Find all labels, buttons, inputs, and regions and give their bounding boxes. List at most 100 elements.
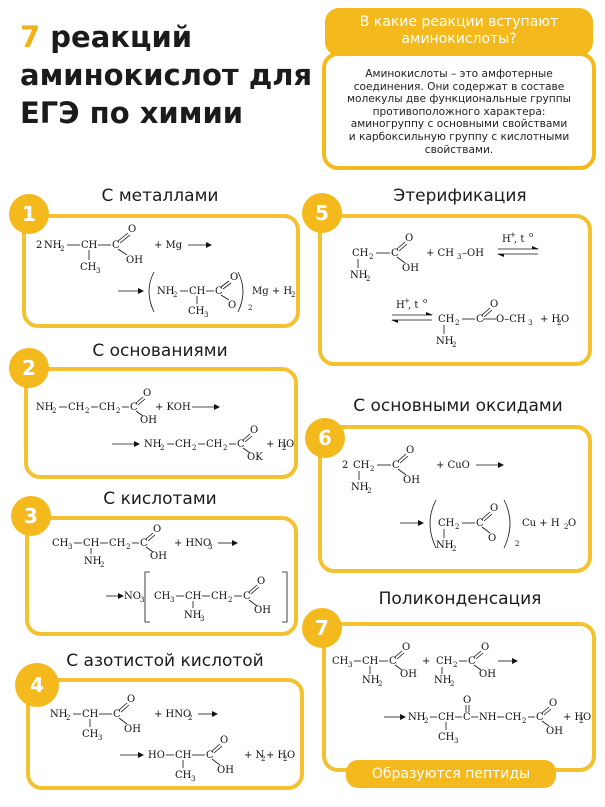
chem-text: 2 bbox=[342, 460, 348, 471]
chem-text: 2 bbox=[160, 444, 164, 452]
chem-text: O bbox=[220, 735, 228, 746]
chem-text: OH bbox=[140, 415, 157, 426]
chem-text: + CuO bbox=[436, 460, 470, 471]
chem-text: 2 bbox=[579, 717, 583, 725]
chem-text: 2 bbox=[452, 341, 456, 349]
badge-7: 7 bbox=[302, 608, 342, 648]
chem-text: 3 bbox=[191, 775, 195, 783]
chem-text: HO bbox=[148, 750, 165, 761]
chem-text: NH bbox=[436, 540, 454, 551]
reaction-box-2 bbox=[24, 367, 298, 479]
chem-text: 2 bbox=[228, 596, 232, 604]
chem-text: OH bbox=[254, 605, 271, 616]
chem-text: + bbox=[510, 231, 516, 239]
chem-text: OH bbox=[124, 724, 141, 735]
chem-text: 3 bbox=[208, 543, 212, 551]
chem-text: CH bbox=[52, 538, 69, 549]
chem-text: 2 bbox=[261, 755, 265, 763]
chem-text: O bbox=[287, 750, 295, 761]
chem-text: Mg + H bbox=[252, 286, 292, 297]
chem-text: 3 bbox=[96, 267, 100, 275]
badge-5: 5 bbox=[302, 193, 342, 233]
chem-text: 2 bbox=[564, 523, 568, 531]
chem-text: NH bbox=[84, 556, 102, 567]
chem-text: OH bbox=[126, 255, 143, 266]
chem-text: C bbox=[389, 656, 397, 667]
chem-text: CH bbox=[189, 286, 206, 297]
chem-text: C bbox=[392, 460, 400, 471]
chem-text: + HNO bbox=[154, 709, 191, 720]
chem-text: CH bbox=[438, 732, 455, 743]
answer-line: и карбоксильную группу с кислотными bbox=[348, 130, 570, 143]
chem-text: CH bbox=[362, 656, 379, 667]
chem-text: O bbox=[143, 388, 151, 399]
chem-text: + Mg bbox=[154, 240, 183, 251]
chem-text: C bbox=[391, 248, 399, 259]
chem-text: + H bbox=[540, 314, 561, 325]
chem-text: CH bbox=[438, 314, 455, 325]
section-title-5: Этерификация bbox=[393, 186, 527, 206]
chem-text: OH bbox=[217, 765, 234, 776]
chem-text: 2 bbox=[453, 661, 457, 669]
chem-text: OH bbox=[403, 475, 420, 486]
chem-text: NH bbox=[362, 675, 380, 686]
chem-text: 2 bbox=[452, 545, 456, 553]
chem-text: OK bbox=[247, 452, 263, 463]
chem-text: CH bbox=[175, 750, 192, 761]
chem-text: 2 bbox=[282, 444, 286, 452]
chem-text: O bbox=[405, 233, 413, 244]
chem-text: NH bbox=[351, 482, 369, 493]
chem-text: CH bbox=[82, 709, 99, 720]
chem-text: O bbox=[549, 698, 557, 709]
chem-text: o bbox=[529, 231, 533, 239]
chem-text: O bbox=[561, 314, 569, 325]
chem-text: C bbox=[536, 712, 544, 723]
chem-text: OH bbox=[546, 726, 563, 737]
chem-text: C bbox=[215, 286, 223, 297]
chem-text: + HNO bbox=[174, 538, 211, 549]
chem-text: NH bbox=[350, 270, 368, 281]
chem-text: O bbox=[490, 503, 498, 514]
chem-text: 2 bbox=[52, 407, 56, 415]
chem-text: 3 bbox=[457, 253, 461, 261]
chem-text: , t bbox=[514, 234, 524, 245]
chem-text: O bbox=[257, 576, 265, 587]
question-line1: В какие реакции вступают bbox=[359, 14, 559, 30]
question-banner: В какие реакции вступают аминокислоты? bbox=[325, 8, 593, 56]
answer-line: противоположного характера: bbox=[372, 105, 546, 118]
chem-text: 3 bbox=[98, 734, 102, 742]
reaction-box-1 bbox=[22, 214, 300, 328]
chem-text: O bbox=[128, 224, 136, 235]
reaction-2-diagram: NH 2 CH 2 CH 2 C O OH + KOH NH 2 CH 2 CH… bbox=[36, 388, 294, 463]
chem-text: OH bbox=[479, 669, 496, 680]
chem-text: O bbox=[250, 425, 258, 436]
section-title-4: С азотистой кислотой bbox=[66, 651, 264, 671]
chem-text: 3 bbox=[528, 319, 532, 327]
title-line3: ЕГЭ по химии bbox=[20, 96, 244, 130]
reaction-6-diagram: 2 CH 2 C O OH NH 2 + CuO CH 2 C O O NH 2… bbox=[342, 445, 576, 553]
chem-text: CH bbox=[206, 439, 223, 450]
reaction-box-6 bbox=[318, 425, 592, 573]
chem-text: O bbox=[228, 300, 236, 311]
peptides-pill: Образуются пептиды bbox=[346, 760, 556, 788]
chem-text: C bbox=[476, 518, 484, 529]
chem-text: 2 bbox=[522, 717, 526, 725]
chem-text: CH bbox=[438, 518, 455, 529]
chem-text: 3 bbox=[140, 596, 144, 604]
chem-text: NH bbox=[434, 675, 452, 686]
chem-text: C bbox=[463, 712, 471, 723]
chem-text: CH bbox=[68, 402, 85, 413]
chem-text: CH bbox=[80, 262, 97, 273]
chem-text: 2 bbox=[291, 291, 295, 299]
chem-text: O bbox=[286, 439, 294, 450]
chem-text: O bbox=[406, 445, 414, 456]
answer-line: Аминокислоты – это амфотерные bbox=[365, 68, 553, 80]
chem-text: 2 bbox=[450, 680, 454, 688]
chem-text: Cu + H bbox=[522, 518, 560, 529]
chem-text: C bbox=[476, 314, 484, 325]
chem-text: C bbox=[237, 439, 245, 450]
chem-text: C bbox=[468, 656, 476, 667]
chem-text: CH bbox=[352, 248, 369, 259]
chem-text: H bbox=[396, 300, 405, 311]
chem-text: O bbox=[230, 272, 238, 283]
